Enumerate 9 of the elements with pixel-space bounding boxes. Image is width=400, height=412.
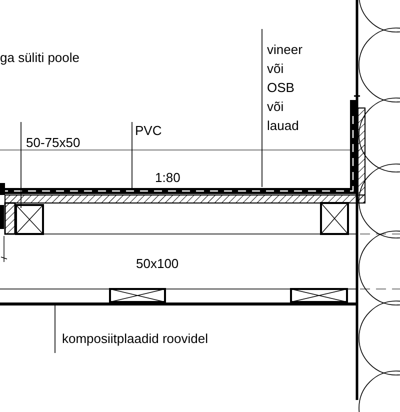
dimension-label: 50x100	[136, 255, 179, 273]
dimension-label: 1:80	[155, 169, 180, 187]
callout-text: komposiitplaadid roovidel	[62, 329, 252, 348]
dimension-label: ga süliti poole	[0, 49, 80, 67]
callout-text: vineer või OSB või lauad	[267, 40, 305, 135]
leader-line	[20, 122, 22, 208]
leader-line	[54, 304, 56, 354]
callout-text: PVC	[135, 121, 175, 140]
callout-text: 50-75x50	[26, 133, 96, 152]
